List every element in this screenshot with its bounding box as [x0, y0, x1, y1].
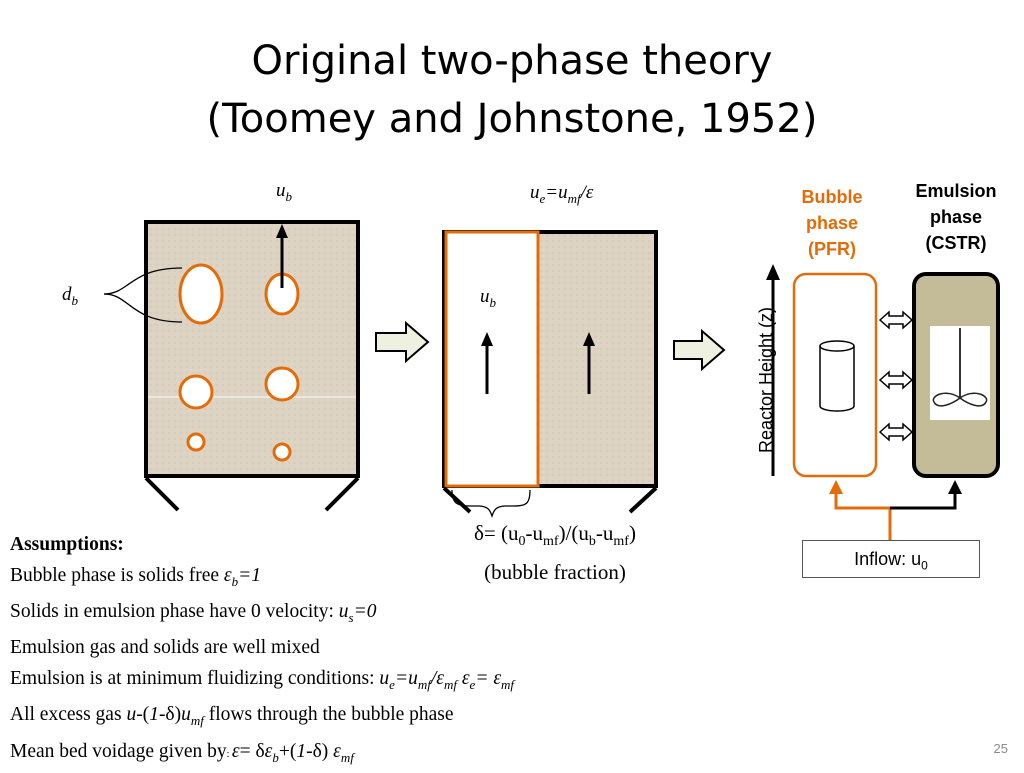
slide-number: 25: [993, 741, 1008, 756]
slide-title: Original two-phase theory (Toomey and Jo…: [0, 32, 1024, 148]
assumption-5: All excess gas u-(1-δ)umf flows through …: [10, 704, 454, 729]
bubble-fraction-equation: δ= (u0-umf)/(ub-umf) (bubble fraction): [430, 518, 680, 587]
bubble-fraction-caption: (bubble fraction): [484, 560, 626, 585]
transition-arrow-2: [673, 328, 726, 372]
assumptions-heading: Assumptions:: [10, 534, 124, 555]
bubble-velocity-label: ub: [276, 180, 293, 204]
reactor-model: [766, 264, 1000, 540]
bubble-medium: [178, 374, 214, 410]
bubble-phase-label: Bubble phase (PFR): [801, 187, 863, 259]
assumption-1: Bubble phase is solids free εb=1: [10, 564, 262, 589]
title-line-1: Original two-phase theory: [251, 38, 773, 84]
assumption-2: Solids in emulsion phase have 0 velocity…: [10, 600, 377, 625]
title-line-2: (Toomey and Johnstone, 1952): [206, 96, 818, 142]
bubble-medium-2: [264, 366, 300, 402]
bubbling-bed-vessel: [103, 220, 360, 512]
two-column-vessel: [442, 230, 658, 519]
stirrer-icon: [932, 328, 988, 407]
column-bubble-velocity-label: ub: [480, 286, 497, 310]
exchange-arrows: [878, 310, 914, 442]
assumption-6: Mean bed voidage given by: ε= δεb+(1-δ) …: [10, 740, 354, 765]
assumption-4: Emulsion is at minimum fluidizing condit…: [10, 667, 515, 692]
delta-definition: δ= (u0-umf)/(ub-umf): [474, 521, 636, 550]
assumption-3: Emulsion gas and solids are well mixed: [10, 637, 320, 659]
bubble-phase-pfr: [792, 272, 878, 478]
reactor-height-axis-label: Reactor Height (z): [756, 306, 776, 454]
bubble-large: [178, 263, 224, 325]
emulsion-phase-label: Emulsion phase (CSTR): [915, 181, 997, 253]
emulsion-velocity-label: ue=umf/ε: [530, 182, 594, 206]
bubble-small: [186, 432, 206, 452]
bubble-diameter-label: db: [62, 284, 79, 308]
inflow-box: Inflow: u0: [802, 540, 980, 578]
assumptions-list: Assumptions: Bubble phase is solids free…: [10, 530, 710, 773]
bubble-small-2: [272, 442, 292, 462]
cylinder-icon: [819, 340, 855, 412]
transition-arrow-1: [375, 320, 430, 364]
